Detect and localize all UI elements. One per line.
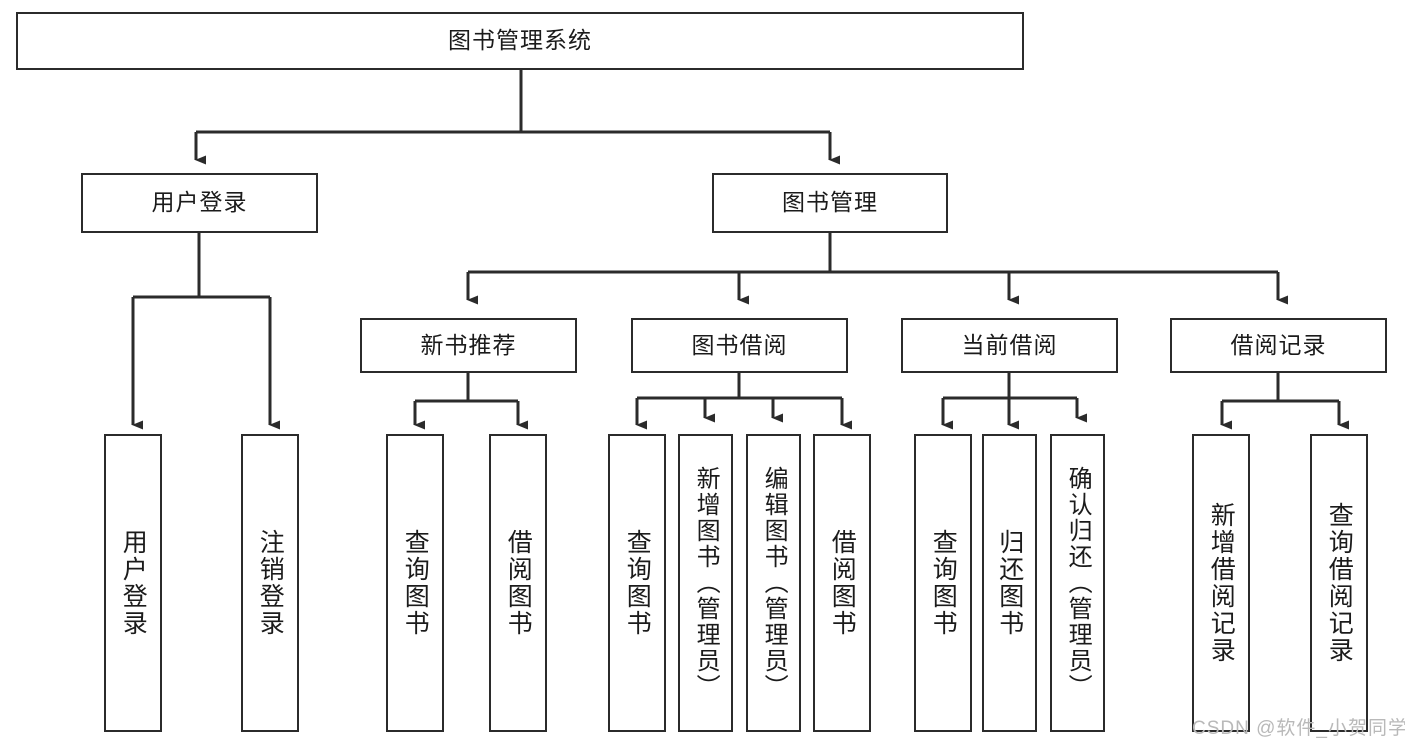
leaf-borrow-borrow-book[interactable]: 借阅图书	[813, 434, 871, 732]
node-label: 新增图书（管理员）	[692, 466, 720, 700]
leaf-borrow-query-book[interactable]: 查询图书	[608, 434, 666, 732]
node-new-book-recommend[interactable]: 新书推荐	[360, 318, 577, 373]
node-label: 查询图书	[623, 529, 652, 637]
node-label: 借阅图书	[828, 529, 857, 637]
leaf-current-query-book[interactable]: 查询图书	[914, 434, 972, 732]
node-label: 新书推荐	[420, 331, 517, 358]
node-label: 新增借阅记录	[1207, 502, 1236, 664]
leaf-borrow-edit-book-admin[interactable]: 编辑图书（管理员）	[746, 434, 801, 732]
node-label: 图书借阅	[691, 331, 788, 358]
node-label: 借阅记录	[1230, 331, 1327, 358]
node-root-book-management-system[interactable]: 图书管理系统	[16, 12, 1024, 70]
node-label: 用户登录	[119, 529, 148, 637]
leaf-record-query-borrow-record[interactable]: 查询借阅记录	[1310, 434, 1368, 732]
node-label: 借阅图书	[504, 529, 533, 637]
node-label: 当前借阅	[961, 331, 1058, 358]
node-label: 注销登录	[256, 529, 285, 637]
leaf-current-confirm-return-admin[interactable]: 确认归还（管理员）	[1050, 434, 1105, 732]
node-label: 查询借阅记录	[1325, 502, 1354, 664]
node-label: 编辑图书（管理员）	[760, 466, 788, 700]
node-label: 归还图书	[995, 529, 1024, 637]
leaf-recommend-query-book[interactable]: 查询图书	[386, 434, 444, 732]
leaf-record-add-borrow-record[interactable]: 新增借阅记录	[1192, 434, 1250, 732]
node-label: 确认归还（管理员）	[1064, 466, 1092, 700]
leaf-user-login[interactable]: 用户登录	[104, 434, 162, 732]
node-book-management[interactable]: 图书管理	[712, 173, 948, 233]
node-borrow-record[interactable]: 借阅记录	[1170, 318, 1387, 373]
leaf-recommend-borrow-book[interactable]: 借阅图书	[489, 434, 547, 732]
node-book-borrow[interactable]: 图书借阅	[631, 318, 848, 373]
node-label: 查询图书	[929, 529, 958, 637]
node-label: 查询图书	[401, 529, 430, 637]
node-label: 用户登录	[151, 189, 248, 216]
node-label: 图书管理系统	[448, 27, 592, 54]
node-label: 图书管理	[782, 189, 878, 216]
node-current-borrow[interactable]: 当前借阅	[901, 318, 1118, 373]
csdn-watermark: CSDN @软件_小贺同学	[1192, 718, 1405, 739]
leaf-user-logout[interactable]: 注销登录	[241, 434, 299, 732]
leaf-current-return-book[interactable]: 归还图书	[982, 434, 1037, 732]
node-user-login[interactable]: 用户登录	[81, 173, 318, 233]
leaf-borrow-add-book-admin[interactable]: 新增图书（管理员）	[678, 434, 733, 732]
